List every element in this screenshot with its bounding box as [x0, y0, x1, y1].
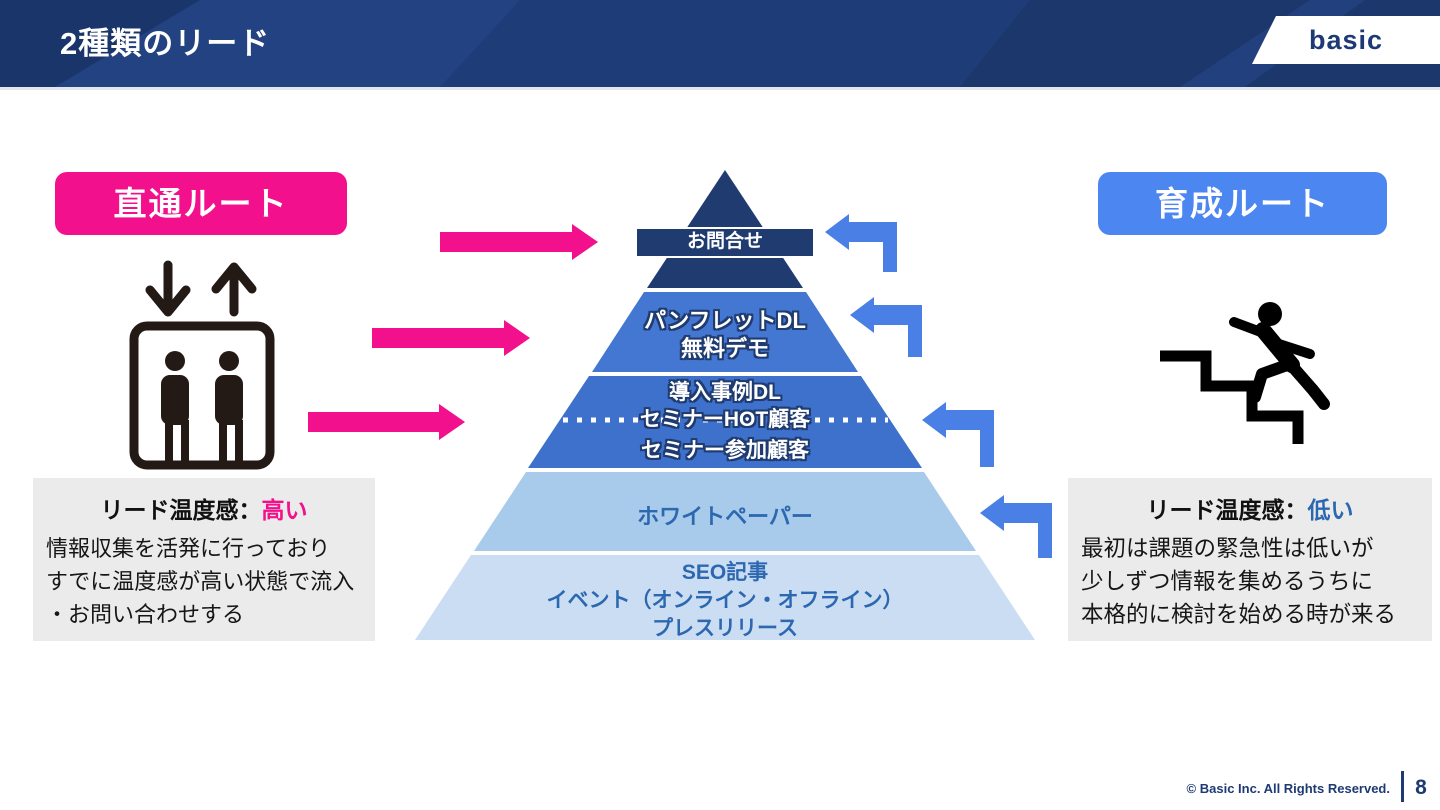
blue-arrow-1: [825, 214, 897, 272]
direct-note-body: 情報収集を活発に行っており すでに温度感が高い状態で流入 ・お問い合わせする: [46, 536, 355, 627]
note-heading-value: 低い: [1307, 497, 1354, 523]
pyramid-label-line: 無料デモ: [680, 336, 769, 361]
page-title: 2種類のリード: [60, 26, 271, 61]
pyramid-level-4: [474, 472, 976, 551]
pyramid-level-3-label: 導入事例DL セミナーHOT顧客 セミナー参加顧客: [528, 379, 922, 464]
pyramid-level-3: [528, 376, 922, 468]
header-divider: [0, 87, 1440, 90]
nurture-route-note: リード温度感：低い 最初は課題の緊急性は低いが 少しずつ情報を集めるうちに 本格…: [1068, 478, 1432, 641]
note-heading-value: 高い: [261, 497, 308, 523]
note-heading-prefix: リード温度感：: [1146, 497, 1308, 523]
stairs-climb-icon: [1160, 302, 1330, 444]
pyramid-level-5: [415, 555, 1035, 640]
pyramid-label-line: セミナーHOT顧客: [639, 408, 811, 431]
direct-route-label: 直通ルート: [55, 172, 347, 235]
brand-logo: basic: [1252, 16, 1440, 64]
brand-logo-text: basic: [1308, 24, 1384, 55]
copyright-text: © Basic Inc. All Rights Reserved.: [1186, 781, 1390, 796]
pyramid-label-line: パンフレットDL: [644, 308, 806, 333]
pyramid-level-2-label: パンフレットDL 無料デモ: [592, 307, 858, 363]
pyramid-level-2: [592, 292, 858, 372]
page-number: 8: [1415, 776, 1427, 799]
pyramid-label-line: SEO記事: [681, 561, 769, 584]
header-pattern: [0, 0, 1440, 87]
nurture-note-heading: リード温度感：低い: [1068, 491, 1432, 525]
nurture-route-label: 育成ルート: [1098, 172, 1387, 235]
blue-arrow-4: [980, 495, 1052, 558]
pyramid-label-line: 導入事例DL: [669, 381, 781, 404]
pyramid-level-5-label: SEO記事 イベント（オンライン・オフライン） プレスリリース: [430, 559, 1020, 643]
blue-arrow-3: [922, 402, 994, 467]
pyramid-level-4-label: ホワイトペーパー: [526, 499, 924, 531]
pyramid-label-line: セミナー参加顧客: [641, 439, 809, 462]
pink-arrow-1: [440, 224, 598, 260]
pink-arrow-2: [372, 320, 530, 356]
blue-arrow-2: [850, 297, 922, 357]
pink-arrow-3: [308, 404, 465, 440]
direct-note-heading: リード温度感：高い: [33, 491, 375, 525]
slide-header: basic: [0, 0, 1440, 87]
pyramid-label-line: イベント（オンライン・オフライン）: [546, 589, 904, 612]
footer-divider: [1401, 771, 1404, 802]
elevator-icon: [129, 260, 275, 470]
pyramid-label-line: ホワイトペーパー: [637, 504, 813, 529]
direct-route-note: リード温度感：高い 情報収集を活発に行っており すでに温度感が高い状態で流入 ・…: [33, 478, 375, 641]
pyramid-label-line: プレスリリース: [652, 617, 798, 640]
note-heading-prefix: リード温度感：: [100, 497, 262, 523]
nurture-note-body: 最初は課題の緊急性は低いが 少しずつ情報を集めるうちに 本格的に検討を始める時が…: [1081, 536, 1397, 627]
pyramid-level-contact: お問合せ: [635, 227, 815, 258]
